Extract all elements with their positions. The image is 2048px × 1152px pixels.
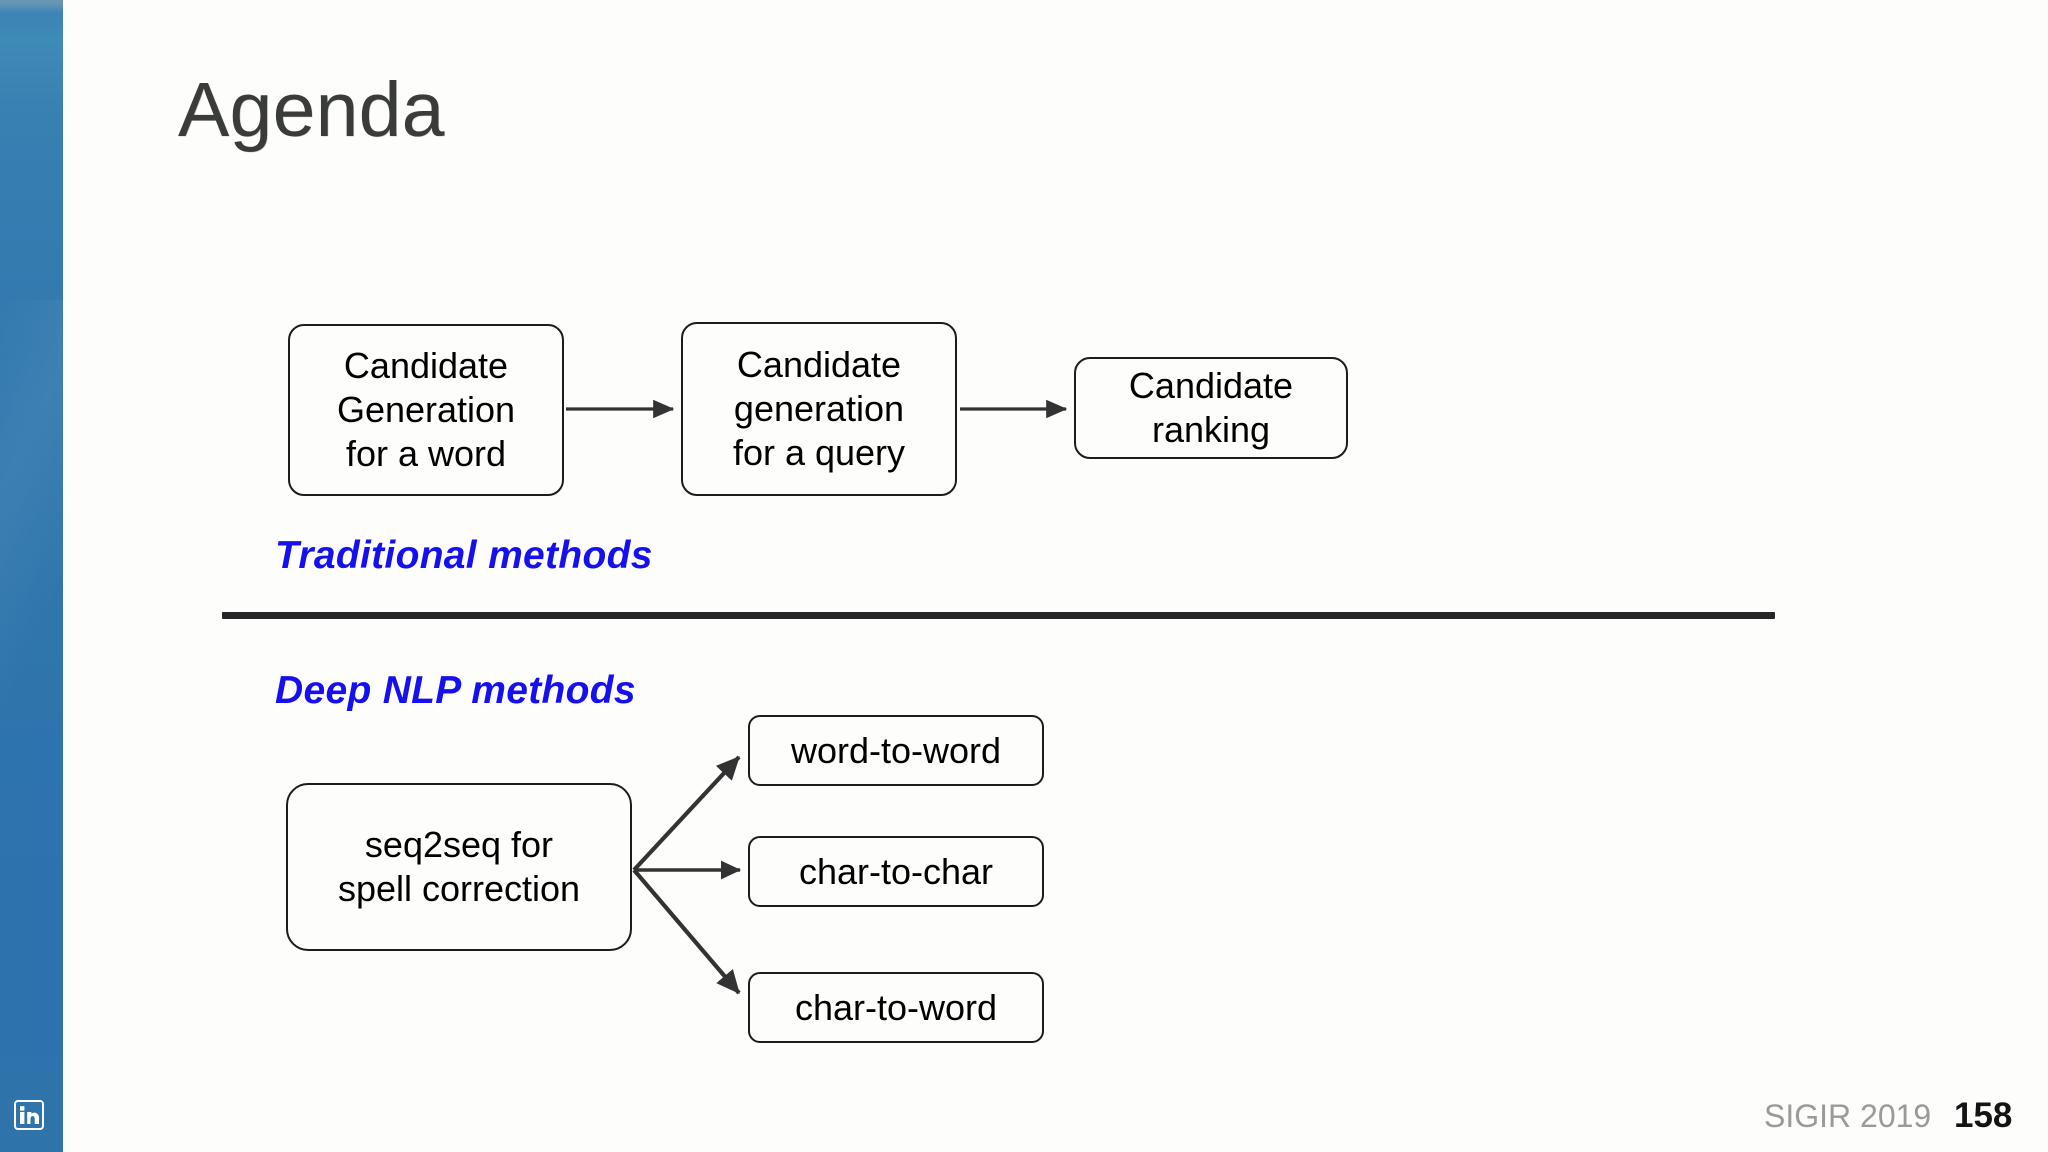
flow-box-label: seq2seq for spell correction [338, 823, 580, 911]
flow-box-candidate-generation-for-a-word[interactable]: Candidate Generation for a word [288, 324, 564, 496]
linkedin-icon [14, 1100, 44, 1130]
flow-box-line: generation [733, 388, 905, 430]
flow-box-seq2seq-for-spell-correction[interactable]: seq2seq for spell correction [286, 783, 632, 951]
flow-box-label: char-to-char [798, 850, 994, 892]
flow-box-char-to-char[interactable]: char-to-char [748, 836, 1044, 907]
left-accent-bar [0, 0, 63, 1152]
flow-box-line: Candidate [343, 345, 509, 387]
traditional-methods-label: Traditional methods [275, 534, 653, 577]
flow-box-line: ranking [1151, 409, 1271, 450]
arrow-seq2seq-to-word-to-word [632, 755, 741, 872]
flow-box-label: word-to-word [790, 729, 1002, 771]
flow-box-line: seq2seq for [364, 824, 554, 866]
flow-box-label: Candidate Generation for a word [337, 344, 515, 476]
arrow-seq2seq-to-char-to-word [632, 868, 741, 995]
flow-box-line: Candidate [1128, 365, 1294, 407]
flow-box-line: spell correction [337, 868, 581, 909]
flow-box-label: Candidate generation for a query [733, 343, 905, 475]
page-title: Agenda [178, 67, 445, 153]
flow-box-candidate-ranking[interactable]: Candidate ranking [1074, 357, 1348, 459]
flow-box-word-to-word[interactable]: word-to-word [748, 715, 1044, 786]
flow-box-line: for a query [732, 431, 906, 473]
section-divider [222, 612, 1775, 619]
flow-box-line: Candidate [736, 344, 902, 386]
flow-box-label: Candidate ranking [1129, 364, 1293, 452]
deep-nlp-methods-label: Deep NLP methods [275, 669, 636, 712]
accent-bar-sheen [0, 300, 63, 730]
footer-page-number: 158 [1954, 1096, 2013, 1135]
flow-box-char-to-word[interactable]: char-to-word [748, 972, 1044, 1043]
flow-box-candidate-generation-for-a-query[interactable]: Candidate generation for a query [681, 322, 957, 496]
footer-conference-label: SIGIR 2019 [1764, 1098, 1932, 1134]
flow-box-line: for a word [345, 432, 507, 474]
flow-box-label: char-to-word [794, 986, 998, 1028]
flow-box-line: Generation [336, 389, 516, 431]
